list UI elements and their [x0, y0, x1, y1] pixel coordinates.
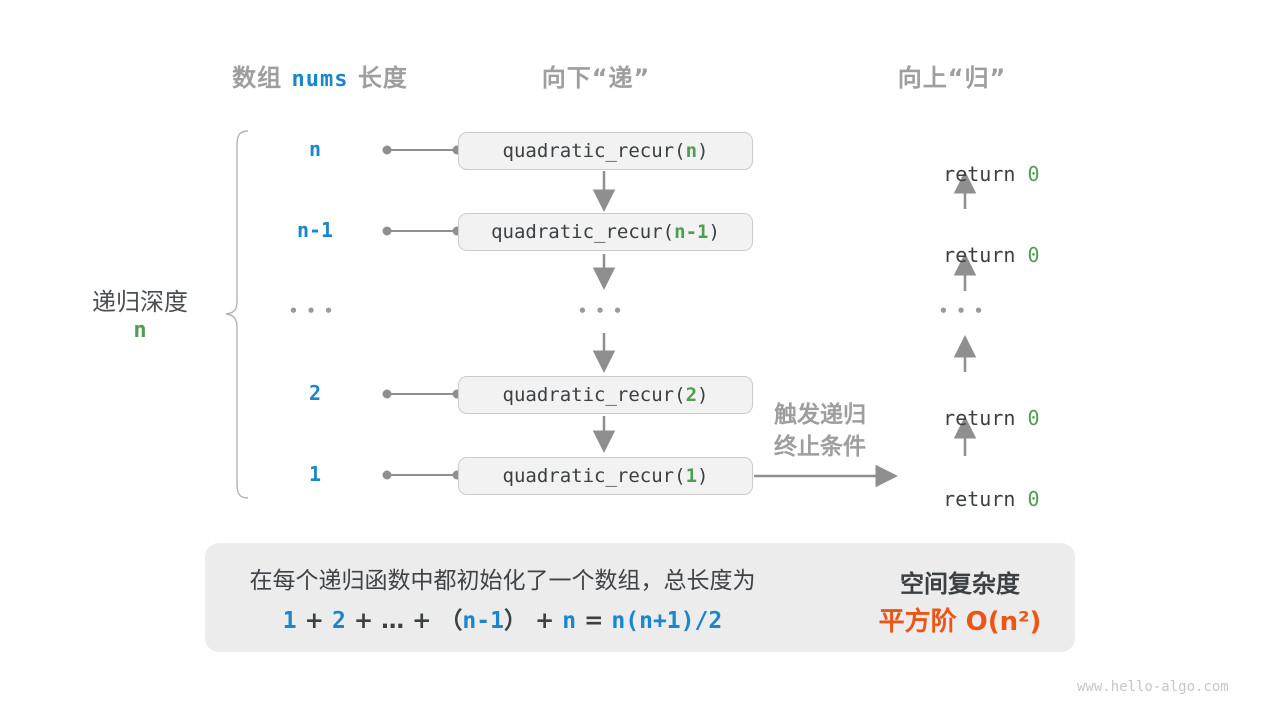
base-case-note-line1: 触发递归: [774, 402, 866, 428]
formula-segment: +: [526, 608, 563, 634]
summary-text: 在每个递归函数中都初始化了一个数组，总长度为: [249, 568, 756, 594]
row-label-ellipsis: •••: [288, 302, 342, 320]
formula-segment: 1: [282, 608, 297, 634]
formula: 1 + 2 + … + （n-1） + n = n(n+1)/2: [225, 601, 780, 635]
watermark: www.hello-algo.com: [1077, 679, 1229, 695]
formula-segment: ）: [503, 608, 527, 634]
return-keyword: return: [943, 243, 1028, 267]
call-box-1: quadratic_recur(1): [458, 457, 753, 495]
summary-panel: [205, 543, 1075, 652]
formula-segment: n-1: [462, 608, 504, 634]
return-value: 0: [1027, 406, 1040, 430]
depth-label: 递归深度: [92, 288, 188, 316]
result-title: 空间复杂度: [900, 570, 1020, 598]
base-case-note-line2: 终止条件: [774, 434, 866, 460]
header-array-code: nums: [291, 67, 349, 92]
return-keyword: return: [943, 406, 1028, 430]
row-label-n: n: [308, 137, 322, 161]
header-array-prefix: 数组: [232, 64, 283, 92]
formula-segment: … +: [381, 608, 440, 634]
call-box-n1: quadratic_recur(n-1): [458, 213, 753, 251]
return-statement: return 0: [895, 138, 1039, 210]
call-arg: n-1: [674, 221, 709, 243]
row-label-2: 2: [308, 381, 322, 405]
depth-brace: [225, 130, 249, 499]
return-value: 0: [1027, 487, 1040, 511]
call-prefix: quadratic_recur(: [502, 465, 686, 487]
call-arg: 2: [685, 384, 698, 406]
call-suffix: ): [697, 384, 709, 406]
return-ellipsis: •••: [938, 302, 992, 320]
return-statement: return 0: [895, 219, 1039, 291]
formula-segment: n: [562, 608, 577, 634]
call-suffix: ): [708, 221, 720, 243]
return-keyword: return: [943, 487, 1028, 511]
header-array-suffix: 长度: [357, 64, 408, 92]
return-statement: return 0: [895, 463, 1039, 535]
formula-segment: （: [439, 608, 463, 634]
result-value: 平方阶 O(n²): [878, 607, 1042, 637]
call-arg: 1: [685, 465, 698, 487]
call-prefix: quadratic_recur(: [502, 384, 686, 406]
call-arg: n: [685, 140, 698, 162]
row-label-n1: n-1: [296, 218, 334, 242]
formula-segment: +: [345, 608, 382, 634]
formula-segment: n(n+1)/2: [611, 608, 723, 634]
call-prefix: quadratic_recur(: [502, 140, 686, 162]
return-statement: return 0: [895, 382, 1039, 454]
label-connectors: [382, 145, 462, 480]
return-value: 0: [1027, 162, 1040, 186]
return-keyword: return: [943, 162, 1028, 186]
call-box-2: quadratic_recur(2): [458, 376, 753, 414]
header-array-length: 数组 nums 长度: [200, 58, 440, 93]
formula-segment: =: [576, 608, 612, 634]
formula-segment: +: [296, 608, 332, 634]
depth-value: n: [133, 318, 147, 343]
call-suffix: ): [697, 140, 709, 162]
call-suffix: ): [697, 465, 709, 487]
call-prefix: quadratic_recur(: [491, 221, 675, 243]
formula-segment: 2: [331, 608, 346, 634]
return-value: 0: [1027, 243, 1040, 267]
header-return: 向上“归”: [897, 64, 1007, 92]
row-label-1: 1: [308, 462, 322, 486]
call-ellipsis: •••: [577, 302, 631, 320]
call-box-n: quadratic_recur(n): [458, 132, 753, 170]
header-recurse: 向下“递”: [541, 64, 651, 92]
